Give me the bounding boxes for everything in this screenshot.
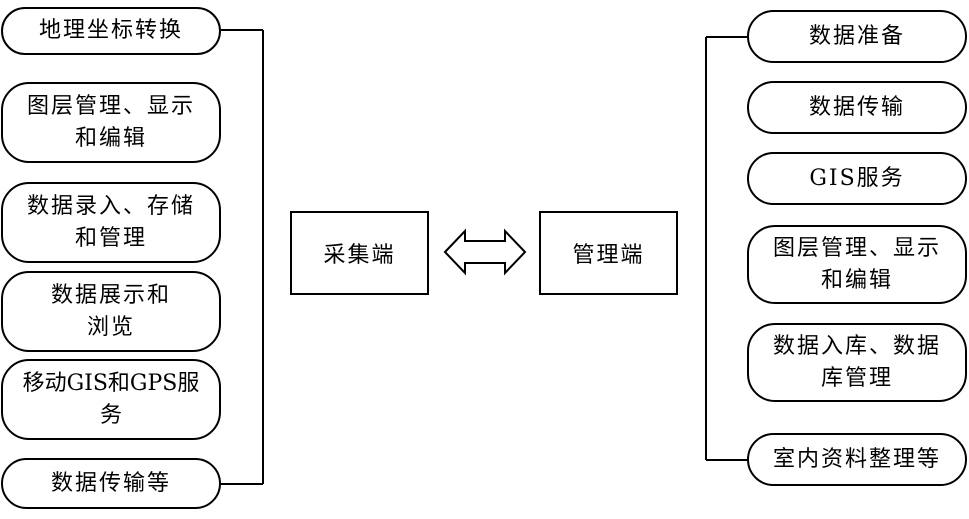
double-arrow-icon bbox=[443, 228, 527, 276]
manager-item: GIS服务 bbox=[747, 152, 967, 205]
collector-item: 数据传输等 bbox=[1, 458, 221, 509]
manager-item: 室内资料整理等 bbox=[747, 433, 967, 486]
manager-item: 数据准备 bbox=[747, 10, 967, 63]
left-bracket bbox=[221, 29, 264, 485]
manager-item: 数据入库、数据 库管理 bbox=[747, 323, 967, 402]
manager-box: 管理端 bbox=[539, 211, 678, 295]
manager-item: 数据传输 bbox=[747, 81, 967, 134]
manager-item: 图层管理、显示 和编辑 bbox=[747, 225, 967, 304]
collector-item: 数据录入、存储 和管理 bbox=[1, 182, 221, 263]
collector-item: 移动GIS和GPS服 务 bbox=[1, 359, 221, 440]
collector-item: 数据展示和 浏览 bbox=[1, 271, 221, 352]
collector-box: 采集端 bbox=[290, 211, 429, 295]
right-bracket bbox=[705, 36, 747, 461]
collector-item: 地理坐标转换 bbox=[1, 7, 221, 55]
collector-item: 图层管理、显示 和编辑 bbox=[1, 82, 221, 163]
